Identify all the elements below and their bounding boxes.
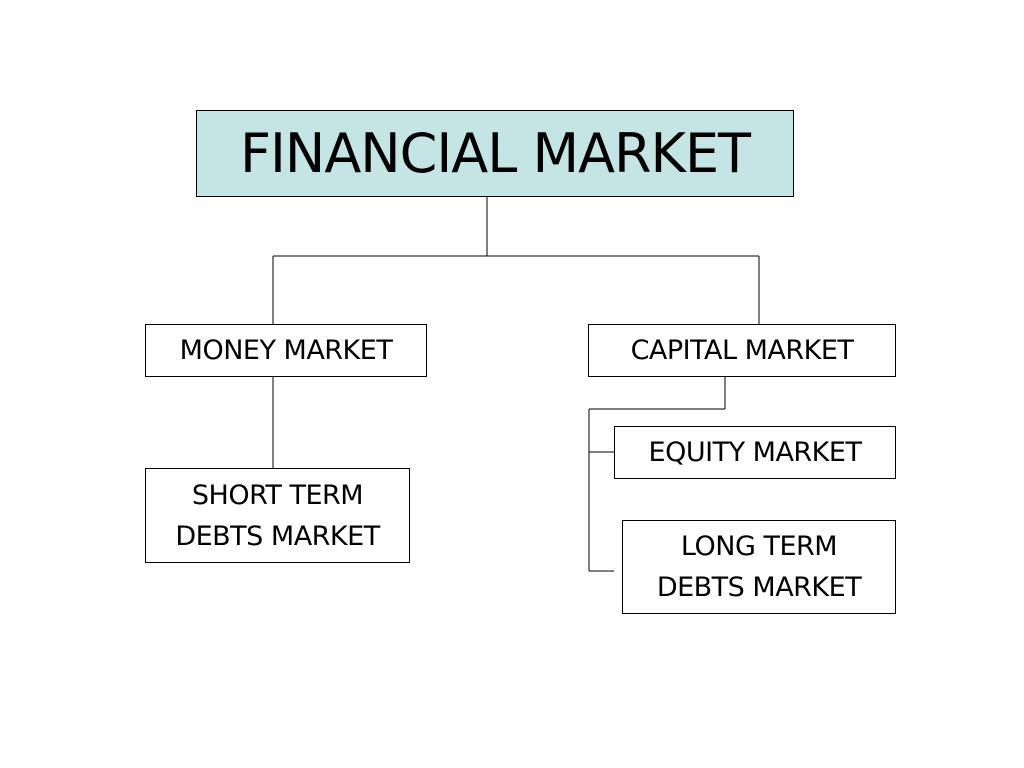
money-market-label: MONEY MARKET — [179, 335, 393, 366]
money-market-box: MONEY MARKET — [145, 324, 427, 377]
short-term-debts-market-label: SHORT TERM DEBTS MARKET — [175, 479, 380, 552]
capital-market-label: CAPITAL MARKET — [630, 335, 854, 366]
capital-market-box: CAPITAL MARKET — [588, 324, 896, 377]
equity-market-box: EQUITY MARKET — [614, 426, 896, 479]
short-term-debts-market-box: SHORT TERM DEBTS MARKET — [145, 468, 410, 563]
equity-market-label: EQUITY MARKET — [648, 437, 862, 468]
financial-market-box: FINANCIAL MARKET — [196, 110, 794, 197]
long-term-debts-market-box: LONG TERM DEBTS MARKET — [622, 520, 896, 614]
long-term-debts-market-label: LONG TERM DEBTS MARKET — [656, 531, 862, 603]
financial-market-label: FINANCIAL MARKET — [239, 122, 751, 185]
